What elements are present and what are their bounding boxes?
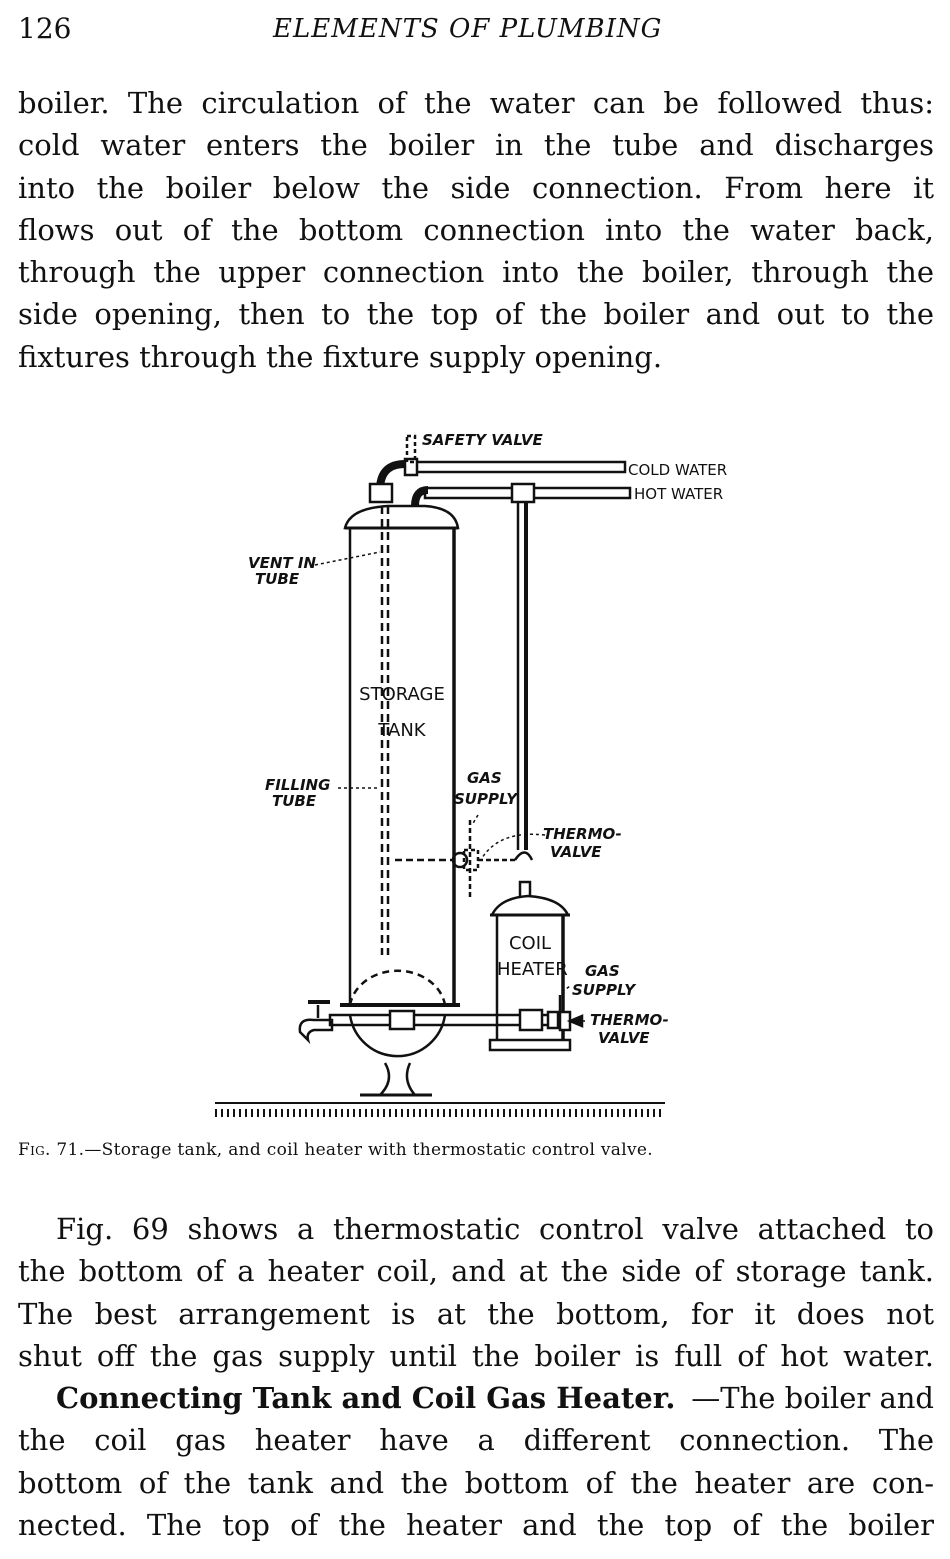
text-line: into the boiler below the side connectio…	[18, 170, 934, 205]
label-cold-water: COLD WATER	[628, 461, 728, 479]
figure-71-illustration: SAFETY VALVE COLD WATER HOT WATER VENT I…	[210, 420, 770, 1120]
upper-thermo-valve	[395, 820, 534, 900]
text-line: boiler. The circulation of the water can…	[18, 86, 934, 120]
label-coil-heater-1: COIL	[508, 933, 552, 954]
text-line: shut off the gas supply until the boiler…	[18, 1338, 934, 1373]
page-header: 126 ELEMENTS OF PLUMBING	[18, 12, 932, 52]
storage-tank	[343, 504, 460, 1005]
drain-faucet	[298, 1000, 334, 1045]
label-gas-supply-lower-1: GAS	[585, 962, 620, 980]
paragraph-thermostatic-valve: Fig. 69 shows a thermostatic control val…	[18, 1208, 934, 1546]
text-line: bottom of the tank and the bottom of the…	[18, 1465, 934, 1500]
label-filling-tube-1: FILLING	[265, 776, 331, 794]
label-storage-tank-2: TANK	[378, 720, 426, 741]
plumbing-diagram	[215, 434, 665, 1117]
label-storage-tank-1: STORAGE	[359, 684, 445, 705]
label-gas-supply-upper-1: GAS	[467, 769, 502, 787]
label-filling-tube-2: TUBE	[272, 792, 317, 810]
text-line: fixtures through the fixture supply open…	[18, 339, 663, 374]
text-line: cold water enters the boiler in the tube…	[18, 128, 934, 163]
label-leaders	[314, 551, 588, 1022]
label-gas-supply-lower-2: SUPPLY	[572, 981, 636, 999]
label-thermo-valve-upper-1: THERMO-	[543, 825, 622, 843]
ground-line	[215, 1102, 665, 1117]
hot-water-riser	[516, 502, 528, 850]
label-vent-in-tube-1: VENT IN	[248, 554, 316, 572]
tank-top-fittings	[368, 434, 429, 507]
section-heading: Connecting Tank and Coil Gas Heater.	[56, 1381, 676, 1416]
text-line: the bottom of a heater coil, and at the …	[18, 1254, 934, 1289]
label-thermo-valve-lower-1: THERMO-	[590, 1011, 669, 1029]
label-vent-in-tube-2: TUBE	[255, 570, 300, 588]
cold-water-pipe	[403, 457, 627, 477]
text-line: flows out of the bottom connection into …	[18, 212, 934, 247]
label-thermo-valve-lower-2: VALVE	[598, 1029, 650, 1047]
label-thermo-valve-upper-2: VALVE	[550, 843, 602, 861]
tank-base	[340, 969, 460, 1097]
figure-caption: Fig. 71.—Storage tank, and coil heater w…	[18, 1140, 934, 1160]
text-line: Fig. 69 shows a thermostatic control val…	[56, 1212, 934, 1246]
text-line: —The boiler and	[691, 1381, 934, 1416]
page-number: 126	[18, 12, 72, 45]
label-coil-heater-2: HEATER	[497, 959, 568, 980]
running-title: ELEMENTS OF PLUMBING	[273, 14, 663, 44]
hot-water-pipe	[423, 482, 632, 504]
caption-label: Fig. 71.	[18, 1140, 85, 1160]
text-line: the coil gas heater have a different con…	[18, 1423, 934, 1458]
caption-text: —Storage tank, and coil heater with ther…	[84, 1140, 653, 1160]
section-first-line: Connecting Tank and Coil Gas Heater. —The…	[18, 1377, 934, 1419]
label-hot-water: HOT WATER	[634, 485, 724, 503]
text-line: side opening, then to the top of the boi…	[18, 297, 934, 332]
label-safety-valve: SAFETY VALVE	[422, 431, 543, 449]
paragraph-circulation: boiler. The circulation of the water can…	[18, 82, 934, 378]
text-line: through the upper connection into the bo…	[18, 255, 934, 290]
text-line: nected. The top of the heater and the to…	[18, 1508, 934, 1543]
text-line: The best arrangement is at the bottom, f…	[18, 1296, 934, 1331]
label-gas-supply-upper-2: SUPPLY	[454, 790, 518, 808]
